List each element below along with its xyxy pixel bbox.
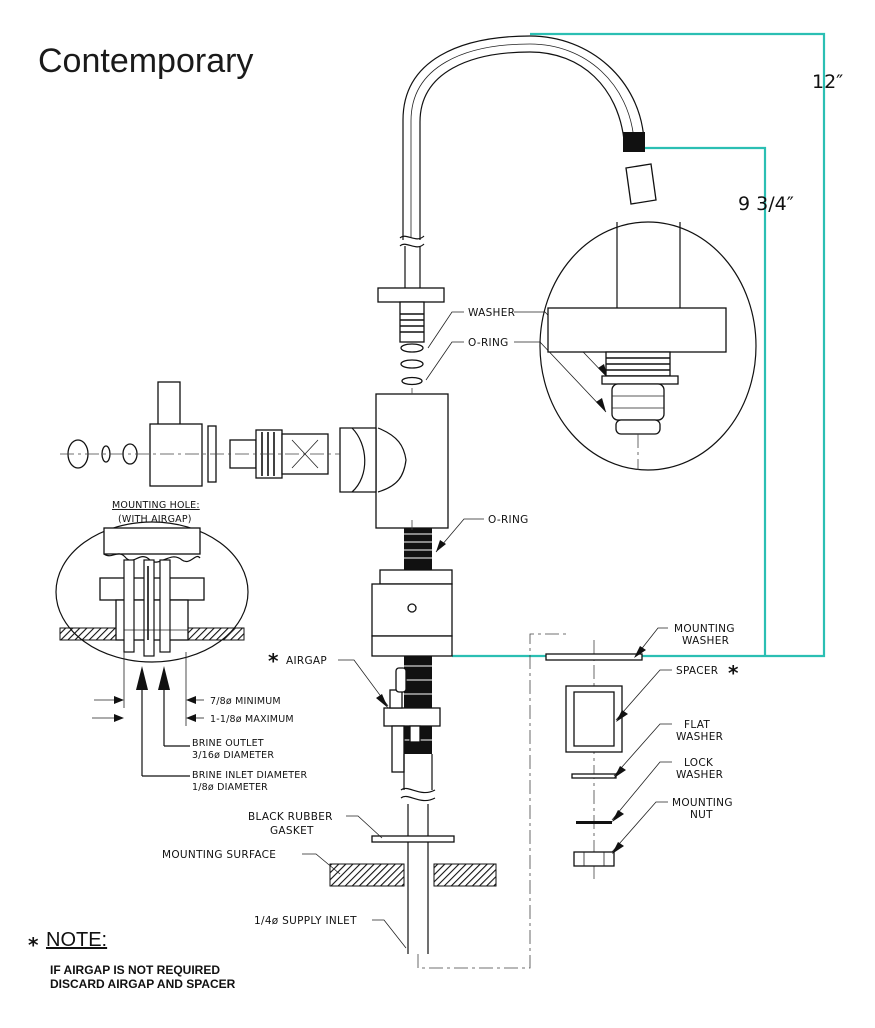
supply-inlet-label: 1/4ø SUPPLY INLET <box>254 915 357 927</box>
handle-lever <box>157 381 181 429</box>
note-line-1: IF AIRGAP IS NOT REQUIRED <box>50 963 220 977</box>
airgap-leader <box>338 659 389 707</box>
note-star: * <box>28 933 39 957</box>
lock-washer-label: LOCK <box>684 757 714 769</box>
spout-height-value: 12″ <box>812 71 843 93</box>
reach-dimension-line <box>636 146 767 656</box>
black-rubber-gasket <box>371 835 455 843</box>
o-ring-mid-label: O-RING <box>488 514 529 526</box>
aerator-tip <box>625 163 657 205</box>
shank-thread <box>404 528 432 570</box>
note-line-2: DISCARD AIRGAP AND SPACER <box>50 977 236 991</box>
max-hole-label: 1-1/8ø MAXIMUM <box>210 714 294 725</box>
brine-inlet-label: BRINE INLET DIAMETER <box>192 770 307 781</box>
airgap-part <box>383 667 441 773</box>
page-title: Contemporary <box>38 42 253 80</box>
hardware-callouts: MOUNTING WASHER SPACER * FLAT WASHER LOC… <box>611 623 739 854</box>
mounting-hole-dimensions: 7/8ø MINIMUM 1-1/8ø MAXIMUM BRINE OUTLET… <box>92 652 307 793</box>
mounting-hole-detail: MOUNTING HOLE: (WITH AIRGAP) <box>55 500 249 663</box>
brine-outlet-diameter: 3/16ø DIAMETER <box>192 750 274 761</box>
note-heading: NOTE: <box>46 929 107 951</box>
gasket-label-2: GASKET <box>270 825 314 837</box>
supply-tube <box>329 633 570 969</box>
flat-washer-label: FLAT <box>684 719 710 731</box>
spout <box>399 35 657 288</box>
spout-base <box>377 287 445 386</box>
spacer-star: * <box>728 661 739 685</box>
aerator-thread <box>623 132 645 152</box>
flat-washer-part <box>571 773 617 779</box>
mounting-nut-label: MOUNTING <box>672 797 733 809</box>
handle-assembly <box>60 381 340 487</box>
mounting-surface-left <box>329 863 405 887</box>
brine-outlet-label: BRINE OUTLET <box>192 738 264 749</box>
mounting-surface-label: MOUNTING SURFACE <box>162 849 276 861</box>
mounting-washer-part <box>545 653 643 661</box>
o-ring-detail-view <box>539 221 757 471</box>
mounting-surface-right <box>433 863 497 887</box>
gasket-label: BLACK RUBBER <box>248 811 333 823</box>
note-block: * NOTE: IF AIRGAP IS NOT REQUIRED DISCAR… <box>28 929 236 991</box>
o-ring-mid-callout: O-RING <box>435 514 529 553</box>
washer-part <box>400 343 424 353</box>
mounting-hole-heading: MOUNTING HOLE: <box>112 500 200 511</box>
airgap-star: * <box>268 649 279 673</box>
lock-washer-part <box>576 821 612 824</box>
brine-inlet-diameter: 1/8ø DIAMETER <box>192 782 268 793</box>
o-ring-top-label: O-RING <box>468 337 509 349</box>
flat-washer-label-2: WASHER <box>676 731 723 743</box>
spout-reach-value: 9 3/4″ <box>738 193 794 215</box>
mounting-nut-label-2: NUT <box>690 809 713 821</box>
washer-label: WASHER <box>468 307 515 319</box>
airgap-label: AIRGAP <box>286 655 327 667</box>
mounting-nut-part <box>573 851 615 867</box>
mounting-washer-label-2: WASHER <box>682 635 729 647</box>
lock-washer-label-2: WASHER <box>676 769 723 781</box>
spacer-label: SPACER <box>676 665 718 677</box>
spout-flange <box>377 287 445 303</box>
mounting-washer-label: MOUNTING <box>674 623 735 635</box>
mounting-hardware <box>545 640 643 880</box>
o-ring-part <box>401 376 423 386</box>
min-hole-label: 7/8ø MINIMUM <box>210 696 281 707</box>
mounting-hole-subheading: (WITH AIRGAP) <box>118 514 192 525</box>
